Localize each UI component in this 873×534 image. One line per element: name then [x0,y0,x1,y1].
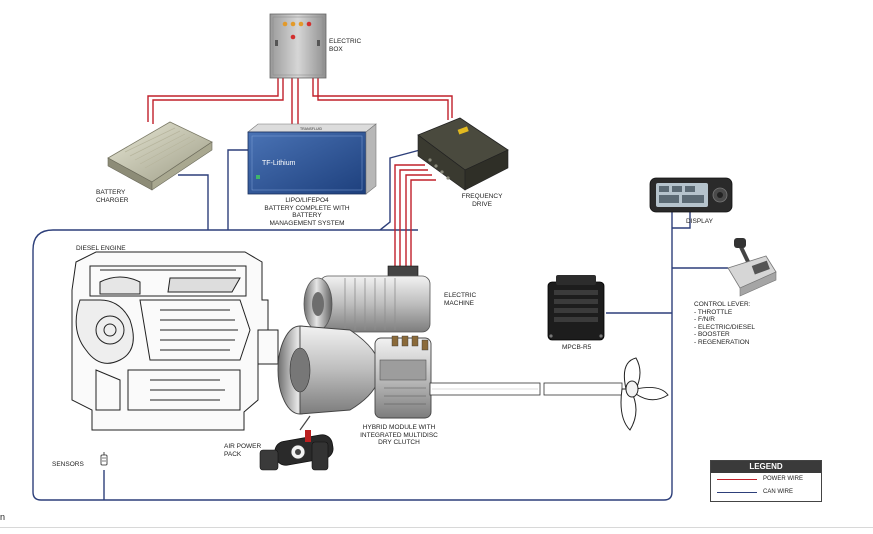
hybrid-module [277,325,432,419]
mpcb-controller [547,275,605,341]
legend-title: LEGEND [711,461,821,473]
propeller-icon [620,357,669,431]
label-diesel-engine: DIESEL ENGINE [76,245,126,252]
footer-divider [0,527,873,528]
frequency-drive [417,117,509,191]
air-power-pack [259,415,334,471]
diesel-engine [71,251,279,431]
can-wire-swatch [717,492,757,493]
battery-top-brand: TRANSFLUID [300,127,322,131]
label-mpcb: MPCB-R5 [562,344,592,351]
display-unit [649,177,733,213]
label-sensors: SENSORS [52,461,84,468]
battery-pack [247,123,377,195]
can-wires [32,149,728,501]
legend-item-can-wire: CAN WIRE [711,486,821,499]
sensor-icon [100,452,108,466]
legend-item-power-wire: POWER WIRE [711,473,821,486]
electric-machine [303,265,431,333]
label-display: DISPLAY [686,218,713,225]
electric-box [269,13,327,79]
battery-brand: TF-Lithium [262,160,296,167]
legend: LEGEND POWER WIRE CAN WIRE [710,460,822,502]
footer-glyph: n [0,512,6,522]
propeller-shaft [429,382,623,396]
power-wire-swatch [717,479,757,480]
battery-charger [107,121,213,191]
control-lever [727,238,777,297]
power-wires [147,78,453,268]
label-control-lever: CONTROL LEVER: - THROTTLE - F/N/R - ELEC… [694,301,756,346]
